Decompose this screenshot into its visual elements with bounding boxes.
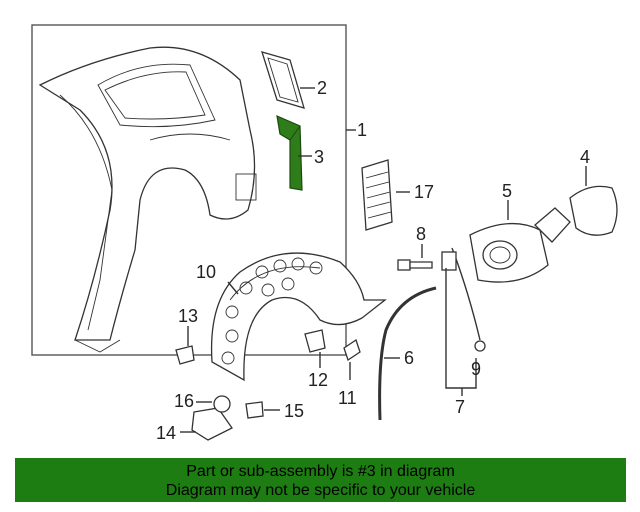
callout-1: 1 [357,120,367,140]
part-10-drawing [210,252,387,382]
leader-lines [180,87,587,433]
callout-10: 10 [196,262,216,282]
callout-9: 9 [471,359,481,379]
callout-3: 3 [314,147,324,167]
part-2-drawing [261,51,305,109]
part-8-drawing [397,259,433,271]
callout-16: 16 [174,391,194,411]
quarter-panel-drawing [38,46,257,353]
callout-13: 13 [178,306,198,326]
callout-14: 14 [156,423,176,443]
parts-diagram: 1 2 3 4 5 6 7 8 9 10 11 12 13 14 15 16 1… [31,24,618,443]
callout-8: 8 [416,224,426,244]
part-4-drawing [569,185,618,236]
callout-labels: 1 2 3 4 5 6 7 8 9 10 11 12 13 14 15 16 1… [156,78,590,443]
info-banner: Part or sub-assembly is #3 in diagram Di… [15,458,626,502]
part-5-drawing [469,207,571,283]
callout-15: 15 [284,401,304,421]
callout-17: 17 [414,182,434,202]
part-6-drawing [378,286,437,421]
callout-11: 11 [338,388,357,408]
callout-6: 6 [404,348,414,368]
banner-line-part: Part or sub-assembly is #3 in diagram [186,463,455,480]
callout-2: 2 [317,78,327,98]
part-17-drawing [361,159,393,231]
part-9-drawing [441,247,486,352]
callout-7: 7 [455,397,465,417]
banner-line-disclaimer: Diagram may not be specific to your vehi… [165,482,476,499]
callout-12: 12 [308,370,328,390]
callout-4: 4 [580,147,590,167]
fasteners-drawing [175,329,361,441]
callout-5: 5 [502,181,512,201]
